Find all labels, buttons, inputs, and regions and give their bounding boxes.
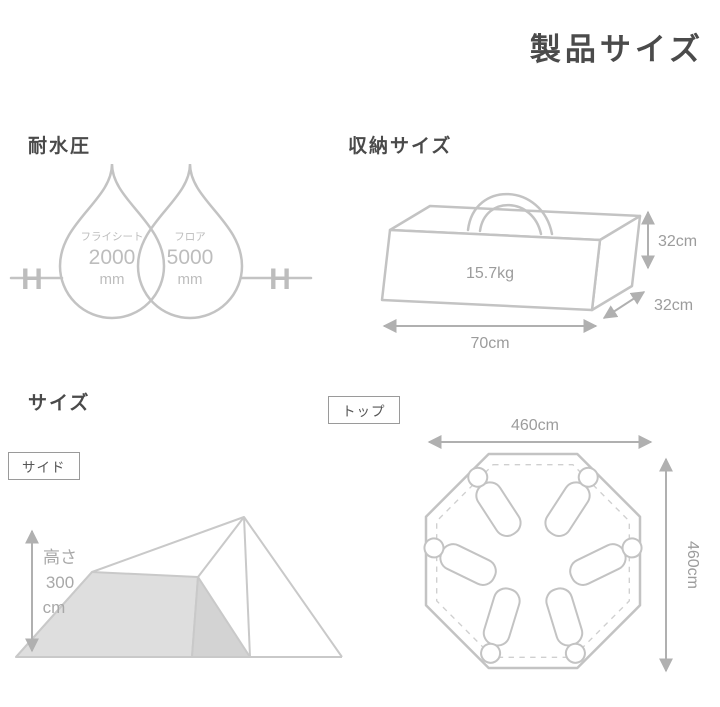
water-drops-diagram: H H フライシート 2000 mm フロア 5000 mm	[9, 163, 313, 320]
bag-handle-outer	[466, 192, 554, 236]
sleeping-bag-mid-right	[569, 537, 643, 586]
floor-value: 5000	[167, 246, 214, 269]
floor-unit: mm	[178, 271, 203, 288]
tent-height-label-2: 300	[46, 573, 74, 592]
tent-height-label-1: 高さ	[43, 548, 77, 567]
tent-pole-line	[243, 516, 251, 658]
tent-side-view-diagram: 高さ 300 cm	[15, 516, 343, 658]
flysheet-unit: mm	[100, 271, 125, 288]
depth-arrow	[602, 291, 646, 319]
tent-ridge-line	[197, 516, 245, 578]
tent-top-view-diagram: 460cm 460cm	[423, 417, 701, 673]
hydrostatic-h-left: H	[21, 263, 43, 296]
bag-handle-inner	[478, 203, 543, 236]
tent-outline	[15, 516, 343, 658]
bag-depth-label: 32cm	[654, 297, 693, 314]
sleeping-bag-top-left	[467, 466, 522, 537]
bag-width-label: 70cm	[470, 335, 509, 352]
top-depth-label: 460cm	[684, 541, 701, 589]
flysheet-value: 2000	[89, 246, 136, 269]
bag-height-label: 32cm	[658, 233, 697, 250]
top-view-tag: トップ	[328, 396, 400, 424]
tent-height-label-3: cm	[43, 598, 66, 617]
side-view-tag: サイド	[8, 452, 80, 480]
page-title: 製品サイズ	[529, 32, 704, 67]
sleeping-bag-bottom-left	[480, 587, 521, 664]
sleeping-bag-top-right	[544, 466, 599, 537]
water-drop-flysheet	[58, 163, 166, 320]
sleeping-bag-mid-left	[423, 537, 497, 586]
tent-facet-mid	[191, 576, 251, 658]
hydrostatic-h-right: H	[269, 263, 291, 296]
sleeping-bag-bottom-right	[545, 587, 586, 664]
floor-label: フロア	[174, 231, 206, 243]
top-width-label: 460cm	[511, 417, 559, 434]
water-resistance-heading: 耐水圧	[28, 136, 92, 157]
bag-front-face	[380, 228, 602, 312]
storage-bag-diagram: 15.7kg 32cm 32cm 70cm	[380, 192, 697, 352]
bag-weight: 15.7kg	[466, 265, 514, 282]
size-heading: サイズ	[28, 393, 91, 414]
storage-size-heading: 収納サイズ	[348, 136, 453, 157]
flysheet-label: フライシート	[81, 231, 144, 243]
water-drop-floor	[136, 163, 244, 320]
